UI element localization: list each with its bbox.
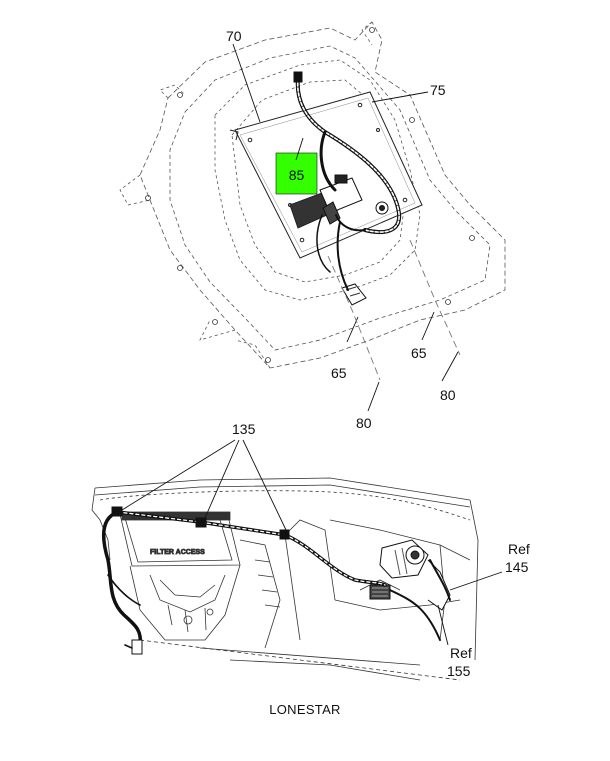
callout-ref-155-word: Ref [450, 645, 472, 661]
callout-65-left: 65 [331, 365, 347, 381]
callout-ref-155-number: 155 [447, 663, 471, 679]
callout-65-right: 65 [411, 345, 427, 361]
actuator-motor [369, 539, 451, 611]
dash-structure-bottom: FILTER ACCESS [91, 477, 479, 681]
callout-ref-145-number: 145 [505, 559, 529, 575]
diagram-caption: LONESTAR [269, 702, 341, 717]
wiring-harness-top [293, 71, 402, 291]
leaders-top [232, 43, 459, 412]
leaders-bottom [121, 439, 503, 646]
callout-ref-145-word: Ref [508, 541, 530, 557]
callout-80-left: 80 [356, 415, 372, 431]
filter-access-label: FILTER ACCESS [150, 549, 205, 556]
dashed-extensions [327, 239, 461, 381]
highlight-85: 85 [275, 152, 318, 195]
callout-75: 75 [430, 82, 446, 98]
callout-85: 85 [289, 167, 305, 183]
callout-70: 70 [226, 28, 242, 44]
housing-top-view [119, 21, 506, 369]
wiring-harness-bottom [102, 506, 451, 655]
callout-80-right: 80 [440, 387, 456, 403]
callout-135: 135 [232, 421, 256, 437]
